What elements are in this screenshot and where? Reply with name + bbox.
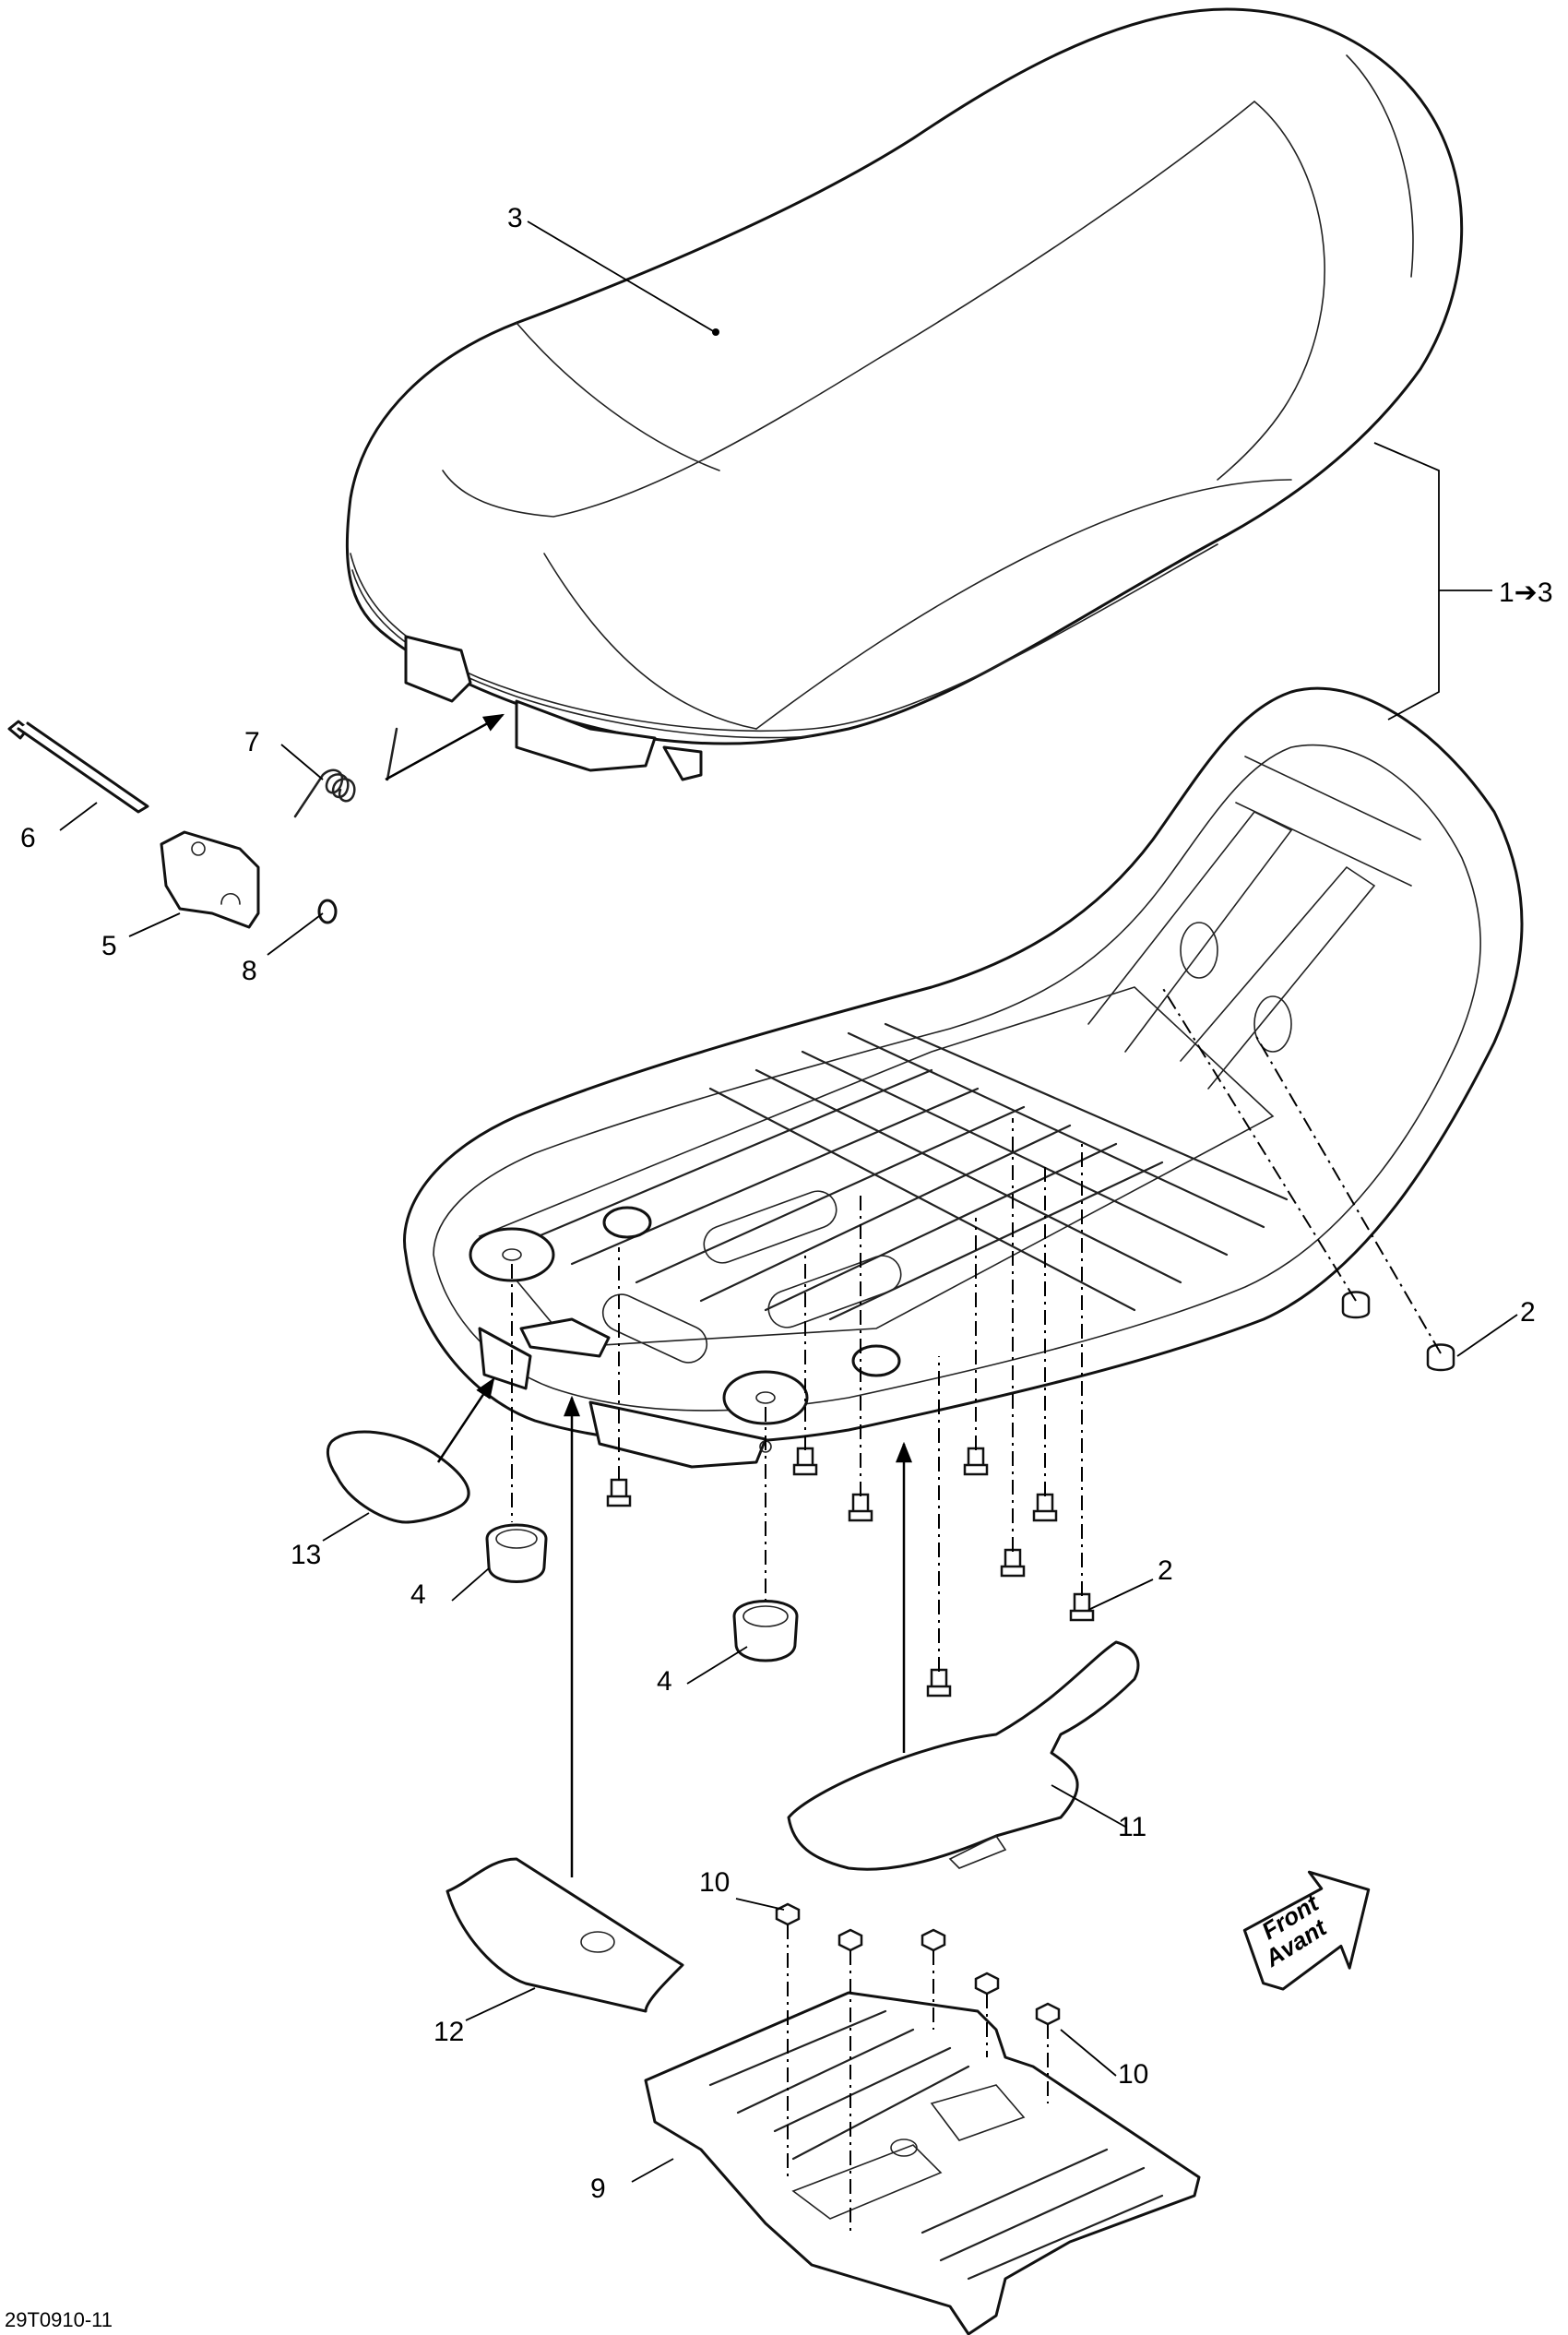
assembly-arrows [385,713,912,1877]
callout-3: 3 [507,203,523,233]
washer-part [317,899,338,924]
seat-cover-part [345,7,1464,781]
callout-10-upper: 10 [699,1867,730,1898]
figure-reference: 29T0910-11 [5,2308,113,2331]
callout-2-upper: 2 [1520,1297,1536,1328]
grommet-part [485,1523,799,1662]
spring-part [293,727,398,818]
callout-11: 11 [1118,1812,1146,1842]
callout-10-lower: 10 [1118,2059,1148,2090]
plate-11-part [787,1640,1140,1871]
bracket-part [160,830,260,929]
callout-4-center: 4 [657,1666,672,1697]
callout-7: 7 [244,727,260,757]
callout-2-lower: 2 [1158,1555,1173,1586]
callout-9: 9 [590,2174,606,2204]
pin-part [7,720,149,814]
dashed-alignment-lines [511,986,1442,1672]
assembly-bracket [1373,442,1492,721]
callout-4-left: 4 [410,1579,426,1610]
bolt-set-part [775,1902,1061,2233]
callout-labels: 3 1➔3 7 6 5 8 2 2 13 4 4 11 10 12 10 9 [20,203,1553,2204]
callout-12: 12 [434,2017,464,2047]
front-direction-arrow: Front Avant [1242,1870,1371,1991]
screw-set-part [606,1291,1455,1698]
plate-12-part [445,1857,684,2013]
callout-1-3: 1➔3 [1499,578,1553,608]
callout-5: 5 [101,931,117,961]
callout-leaders [59,220,1518,2183]
cap-part [326,1430,470,1524]
seat-base-part [403,686,1524,1469]
callout-13: 13 [291,1540,321,1570]
callout-6: 6 [20,823,36,853]
callout-8: 8 [242,956,257,986]
skid-plate-part [644,1991,1201,2335]
